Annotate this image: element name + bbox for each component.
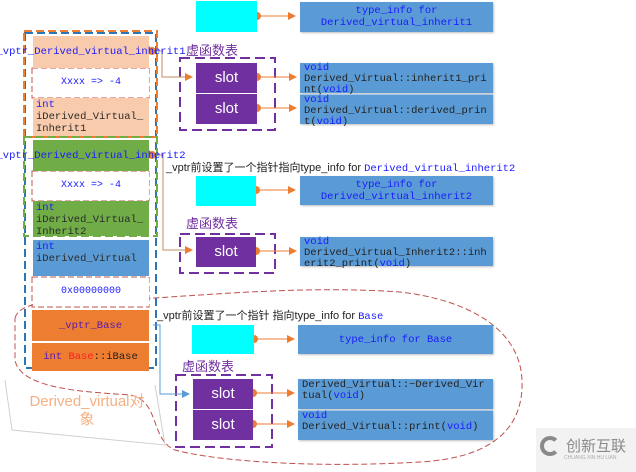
func-arg: void — [379, 258, 405, 270]
vtable3-slot-1: slot — [193, 379, 253, 409]
vptr-inherit1-cell: _vptr_Derived_virtual_inherit1 — [0, 36, 186, 68]
func-name: Derived_Virtual::print — [302, 421, 441, 433]
note-class: Derived_virtual_inherit2 — [364, 163, 516, 175]
watermark-logo-icon — [540, 436, 560, 456]
member-inherit2-name: iDerived_Virtual_Inherit2 — [36, 214, 144, 238]
offset-inherit1-text: Xxxx => -4 — [60, 77, 121, 88]
func-name: Derived_Virtual::derived_print — [304, 105, 487, 128]
padding-text: 0x00000000 — [60, 286, 121, 297]
member-base-cell: int Base::iBase — [32, 343, 149, 371]
func-return-type: void — [304, 62, 330, 74]
vptr1-connector — [152, 50, 193, 81]
func-paren: ( — [327, 390, 334, 402]
vtable1-func-1: void Derived_Virtual::inherit1_print(voi… — [300, 62, 493, 96]
member-derived-type: int — [36, 241, 55, 253]
member-base-name: ::iBase — [93, 351, 138, 363]
vptr-inherit2-cell: _vptr_Derived_virtual_inherit2 — [0, 140, 186, 171]
offset-inherit2-cell: Xxxx => -4 — [33, 172, 149, 200]
func-return-type: void — [304, 236, 330, 248]
vtable1-slot-2: slot — [196, 94, 257, 124]
vptr-base-cell: _vptr_Base — [32, 310, 149, 341]
func-return-type: void — [302, 410, 328, 422]
offset-inherit1-cell: Xxxx => -4 — [33, 69, 149, 97]
type-info-pointer-3 — [192, 325, 254, 354]
padding-cell: 0x00000000 — [33, 278, 149, 306]
inherit2-frame — [23, 136, 158, 237]
func-name: Derived_Virtual_Inherit2::inherit2_print — [304, 247, 487, 270]
vtable2-slot-1: slot — [196, 237, 256, 267]
func-paren: ) — [472, 421, 479, 433]
func-name: Derived_Virtual::inherit1_print — [304, 73, 487, 96]
watermark-subtext: CHUANG XIN HU LIAN — [564, 455, 617, 461]
base-subobject-outline — [14, 289, 523, 465]
vtable-label-3: 虚函数表 — [182, 359, 235, 374]
note-class: Base — [358, 311, 384, 323]
vptr-inherit2-text: _vptr_Derived_virtual_inherit2 — [0, 149, 186, 162]
func-paren: ) — [348, 84, 355, 96]
func-paren: ( — [440, 421, 447, 433]
func-paren: ( — [316, 84, 323, 96]
func-paren: ) — [404, 258, 412, 270]
vtable3-func-2: void Derived_Virtual::print(void) — [298, 410, 493, 440]
note-text: _vptr前设置了一个指针 指向type_info for — [157, 310, 359, 322]
member-inherit2-type: int — [36, 202, 55, 214]
member-derived-name: iDerived_Virtual — [36, 253, 137, 265]
func-return-type: void — [304, 94, 330, 106]
vtable2-func-1: void Derived_Virtual_Inherit2::inherit2_… — [300, 236, 493, 270]
type-info-pointer-1 — [196, 1, 257, 32]
type-info-box-3: type_info for Base — [298, 325, 493, 354]
func-arg: void — [322, 84, 349, 96]
vtable1-func-2: void Derived_Virtual::derived_print(void… — [300, 94, 493, 128]
vtable3-func-1: Derived_Virtual::~Derived_Virtual(void) — [298, 379, 493, 409]
watermark-text: 创新互联 — [566, 438, 627, 455]
offset-inherit2-text: Xxxx => -4 — [60, 180, 121, 191]
note-text: _vptr前设置了一个指针指向type_info for — [166, 162, 365, 174]
func-paren: ( — [310, 116, 317, 128]
vptr2-connector — [152, 154, 193, 254]
vtable2-frame — [179, 233, 276, 274]
member-base-type: int — [43, 351, 63, 363]
vtable3-slot-2: slot — [193, 410, 253, 440]
func-paren: ( — [373, 258, 380, 270]
type-info-pointer-2 — [196, 176, 256, 206]
object-label: Derived_virtual对象 — [29, 393, 145, 428]
func-paren: ) — [341, 116, 349, 128]
func-arg: void — [446, 421, 473, 433]
member-inherit1-name: iDerived_Virtual_Inherit1 — [36, 111, 144, 135]
func-arg: void — [316, 116, 342, 128]
vtable1-frame — [179, 57, 276, 131]
vtable2-note: _vptr前设置了一个指针指向type_info for Derived_vir… — [166, 159, 515, 175]
func-arg: void — [333, 390, 359, 402]
member-base-scope: Base — [68, 351, 94, 363]
type-info-box-2: type_info for Derived_virtual_inherit2 — [300, 176, 493, 205]
member-inherit1-type: int — [36, 99, 55, 111]
watermark: 创新互联 CHUANG XIN HU LIAN — [536, 428, 636, 472]
vtable-label-1: 虚函数表 — [186, 43, 239, 58]
vtable1-slot-1: slot — [196, 63, 257, 93]
vtable3-frame — [175, 374, 273, 448]
vtable3-note: _vptr前设置了一个指针 指向type_info for Base — [157, 307, 383, 323]
func-paren: ) — [358, 390, 366, 402]
vptr-inherit1-text: _vptr_Derived_virtual_inherit1 — [0, 46, 186, 58]
object-label-outline — [4, 379, 166, 446]
func-name: Derived_Virtual::~Derived_Virtual — [302, 379, 485, 402]
vptr-base-connector — [153, 324, 190, 398]
vptr-base-text: _vptr_Base — [58, 319, 122, 332]
vtable-label-2: 虚函数表 — [186, 216, 239, 231]
type-info-box-1: type_info for Derived_virtual_inherit1 — [300, 2, 493, 32]
